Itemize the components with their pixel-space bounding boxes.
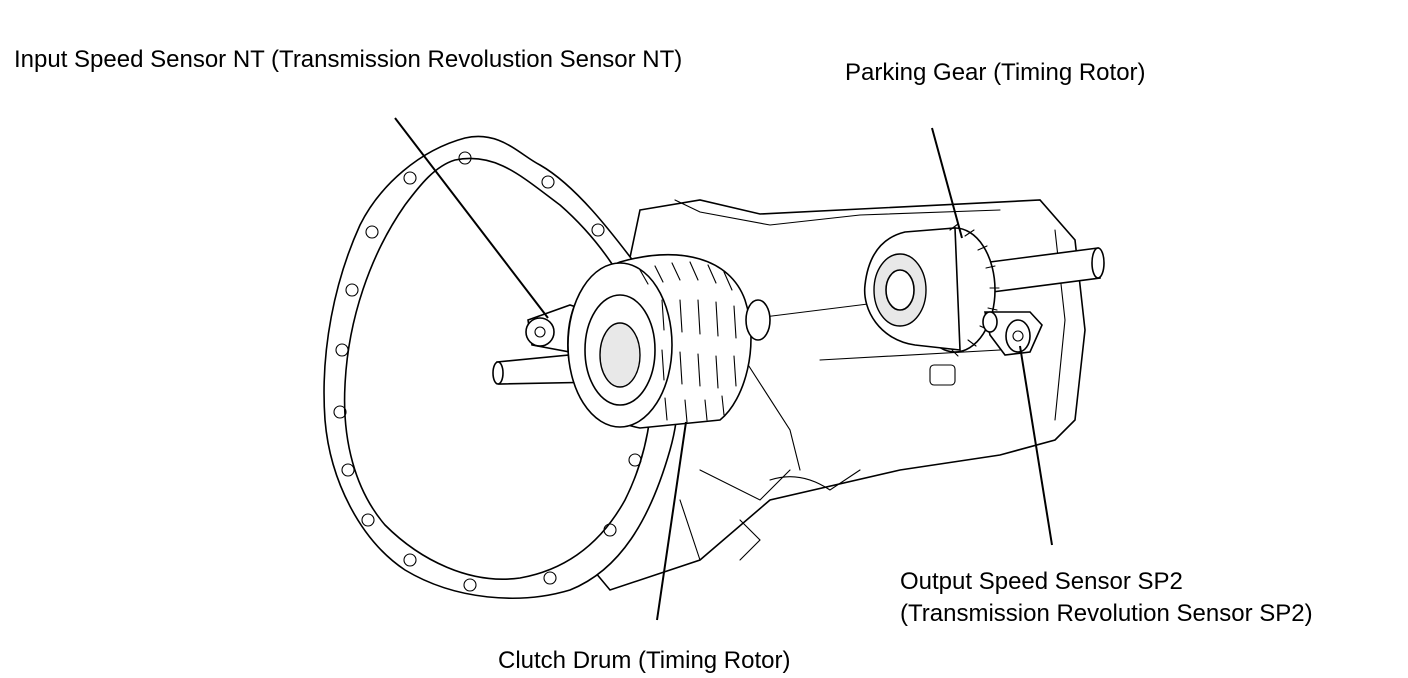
leader-input-speed-sensor [394,117,549,319]
label-clutch-drum: Clutch Drum (Timing Rotor) [498,647,791,674]
label-output-speed-sensor: Output Speed Sensor SP2 [900,568,1183,595]
label-parking-gear: Parking Gear (Timing Rotor) [845,59,1146,86]
leader-parking-gear [931,127,963,239]
leader-clutch-drum [656,421,687,621]
output-shaft [989,247,1105,293]
clutch-drum [567,253,771,429]
label-input-speed-sensor: Input Speed Sensor NT (Transmission Revo… [14,46,683,73]
label-output-speed-sensor-alt: (Transmission Revolution Sensor SP2) [900,600,1313,627]
output-speed-sensor [982,311,1043,356]
leader-output-speed-sensor [1019,345,1053,546]
leader-lines [394,117,1053,621]
parking-gear [863,223,1000,357]
